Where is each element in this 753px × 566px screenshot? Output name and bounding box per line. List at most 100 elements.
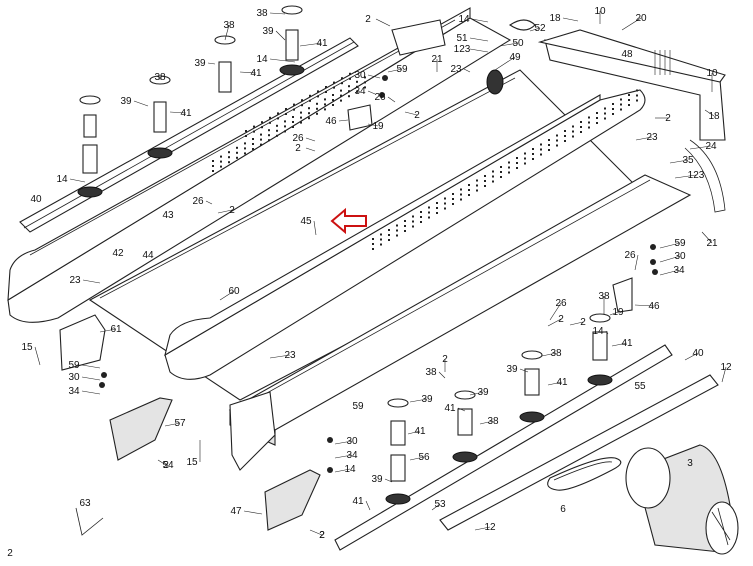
perforation-hole: [348, 85, 350, 88]
perforation-hole: [236, 156, 238, 159]
perforation-hole: [301, 104, 303, 107]
leader-line: [367, 74, 381, 79]
leader-line: [701, 231, 713, 244]
perforation-hole: [261, 121, 263, 124]
leader-line: [239, 71, 257, 74]
part-callout: 26: [624, 250, 636, 261]
leader-line: [469, 37, 489, 42]
perforation-hole: [452, 193, 454, 195]
perforation-hole: [420, 216, 422, 218]
leader-line: [299, 42, 323, 47]
perforation-hole: [364, 76, 366, 79]
perforation-hole: [284, 125, 286, 128]
perforation-hole: [236, 151, 238, 154]
perforation-hole: [636, 89, 638, 92]
part-callout: 26: [374, 92, 386, 103]
part-callout: 2: [229, 205, 235, 216]
leader-line: [365, 500, 371, 511]
perforation-hole: [620, 103, 622, 106]
callout-labels: 3839411438394138394114402424326244452361…: [7, 6, 732, 559]
perforation-hole: [548, 149, 550, 151]
perforation-hole: [284, 130, 286, 133]
perforation-hole: [252, 148, 254, 150]
leader-line: [721, 366, 727, 383]
perforation-hole: [364, 81, 366, 84]
part-callout: 46: [325, 116, 337, 127]
leader-line: [562, 17, 579, 22]
part-callout: 30: [354, 70, 366, 81]
leader-line: [305, 147, 316, 152]
perforation-hole: [556, 139, 558, 142]
part-callout: 30: [346, 436, 358, 447]
perforation-hole: [620, 108, 622, 111]
leader-line: [243, 510, 263, 515]
perforation-hole: [268, 134, 270, 137]
part-callout: 38: [598, 291, 610, 302]
rear-roller: [486, 69, 504, 95]
leader-line: [224, 24, 230, 41]
allen-wrench-icon: [75, 507, 104, 536]
part-callout: 39: [421, 394, 433, 405]
perforation-hole: [508, 171, 510, 174]
part-callout: 15: [186, 457, 198, 468]
part-callout: 14: [344, 464, 356, 475]
leader-line: [634, 254, 639, 271]
part-callout: 61: [110, 324, 122, 335]
leader-line: [409, 398, 428, 403]
leader-line: [367, 90, 376, 95]
part-callout: 41: [352, 496, 364, 507]
leader-line: [205, 200, 213, 205]
leader-line: [669, 159, 689, 164]
perforation-hole: [452, 203, 454, 205]
perforation-hole: [212, 160, 214, 162]
perforation-hole: [380, 238, 382, 241]
perforation-hole: [564, 135, 566, 137]
perforation-hole: [580, 131, 582, 133]
perforation-hole: [308, 112, 310, 115]
part-callout: 52: [534, 23, 546, 34]
part-callout: 48: [621, 49, 633, 60]
part-callout: 10: [594, 6, 606, 17]
perforation-hole: [285, 113, 287, 115]
perforation-hole: [492, 170, 494, 173]
perforation-hole: [292, 116, 294, 118]
part-callout: 59: [396, 64, 408, 75]
leader-line: [269, 58, 296, 63]
perforation-hole: [380, 233, 382, 236]
perforation-hole: [268, 139, 270, 142]
part-callout: 41: [556, 377, 568, 388]
perforation-hole: [301, 99, 303, 102]
perforation-hole: [277, 117, 279, 120]
leader-line: [334, 468, 351, 473]
perforation-hole: [572, 125, 574, 128]
perforation-hole: [269, 116, 271, 119]
leader-line: [164, 422, 181, 427]
perforation-hole: [356, 85, 358, 88]
lower-rail: [334, 344, 673, 551]
part-callout: 2: [558, 314, 564, 325]
perforation-hole: [332, 99, 334, 101]
perforation-hole: [260, 133, 262, 136]
perforation-hole: [476, 184, 478, 187]
perforation-hole: [444, 197, 446, 200]
part-callout: 34: [673, 265, 685, 276]
perforation-hole: [388, 229, 390, 231]
perforation-hole: [340, 89, 342, 92]
part-callout: 2: [442, 354, 448, 365]
perforation-hole: [308, 117, 310, 120]
part-callout: 2: [295, 143, 301, 154]
perforation-hole: [364, 86, 366, 89]
perforation-hole: [412, 220, 414, 223]
leader-line: [605, 330, 609, 335]
leader-line: [611, 342, 628, 347]
perforation-hole: [340, 94, 342, 97]
leader-line: [34, 346, 41, 366]
part-callout: 35: [682, 155, 694, 166]
perforation-hole: [460, 193, 462, 196]
leader-line: [684, 352, 699, 361]
perforation-hole: [300, 121, 302, 124]
perforation-hole: [372, 238, 374, 240]
leader-line: [157, 459, 167, 466]
perforation-hole: [604, 117, 606, 120]
